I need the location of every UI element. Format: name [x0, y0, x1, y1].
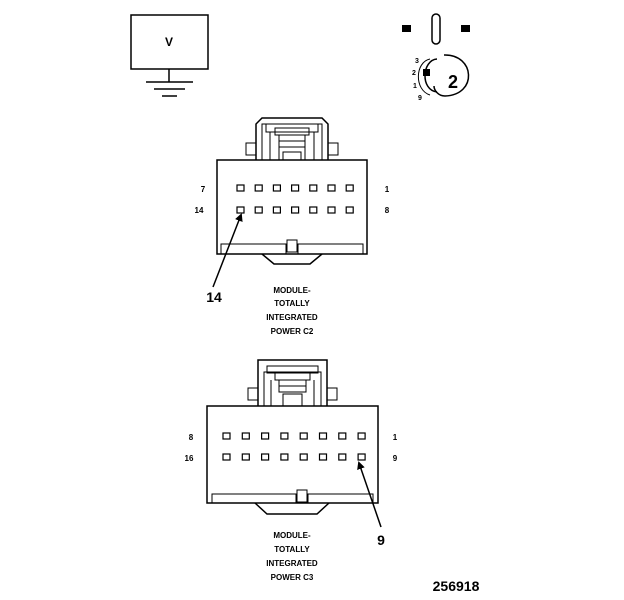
c3-row2-left-label: 16: [185, 454, 194, 463]
c2-callout-label: 14: [206, 289, 222, 305]
c2-callout-arrow: [212, 213, 243, 288]
connector-cavity: [254, 206, 263, 214]
c2-title-line: TOTALLY: [274, 299, 310, 308]
c3-callout-arrow: [357, 461, 382, 528]
probe-tip: [431, 13, 441, 45]
c2-row2-right-label: 8: [385, 206, 390, 215]
c3-title-line: MODULE-: [273, 531, 311, 540]
connector-c3-latch: [247, 359, 338, 407]
connector-cavity: [357, 432, 366, 440]
c3-row1-left-label: 8: [189, 433, 194, 442]
connector-c3-body: [206, 405, 379, 504]
connector-cavity: [222, 453, 231, 461]
connector-cavity: [299, 453, 308, 461]
voltmeter-label: V: [165, 35, 173, 49]
connector-cavity: [272, 206, 281, 214]
connector-cavity: [222, 432, 231, 440]
c3-title-line: POWER C3: [271, 573, 314, 582]
connector-cavity: [254, 184, 263, 192]
connector-cavity: [291, 206, 300, 214]
connector-cavity: [280, 453, 289, 461]
c2-title-line: MODULE-: [273, 286, 311, 295]
c3-row1-right-label: 1: [393, 433, 398, 442]
connector-cavity: [299, 432, 308, 440]
connector-cavity: [272, 184, 281, 192]
connector-cavity: [338, 432, 347, 440]
figure-id: 256918: [433, 578, 480, 594]
terminal-pin-marker: [423, 69, 430, 76]
connector-cavity: [309, 206, 318, 214]
connector-cavity: [261, 453, 270, 461]
c2-row2-left-label: 14: [195, 206, 204, 215]
connector-c2-bottom-key: [261, 253, 323, 265]
connector-cavity: [236, 206, 245, 214]
c2-title-line: POWER C2: [271, 327, 314, 336]
connector-cavity: [261, 432, 270, 440]
connector-cavity: [327, 206, 336, 214]
connector-cavity: [345, 184, 354, 192]
connector-cavity: [241, 453, 250, 461]
connector-cavity: [280, 432, 289, 440]
c3-callout-label: 9: [377, 532, 385, 548]
c3-title-line: TOTALLY: [274, 545, 310, 554]
probe-pin-label: 1: [413, 83, 417, 90]
connector-c3-bottom-key: [254, 502, 330, 515]
c2-row1-right-label: 1: [385, 185, 390, 194]
connector-cavity: [309, 184, 318, 192]
connector-c2-cavities: [236, 184, 354, 214]
probe-pin-label: 9: [418, 95, 422, 102]
c2-title-line: INTEGRATED: [266, 313, 318, 322]
c3-title-line: INTEGRATED: [266, 559, 318, 568]
connector-c3: 8 1 16 9 9 MODULE- TOTALLY INTEGRATED PO…: [185, 359, 398, 582]
voltmeter-symbol: V: [130, 14, 209, 97]
connector-c2: 7 1 14 8 14 MODULE- TOTALLY INTEGRATED P…: [195, 117, 390, 336]
probe-terminal-left: [402, 25, 411, 32]
connector-c3-cavities: [222, 432, 366, 461]
connector-cavity: [318, 432, 328, 440]
probe-terminal-right: [461, 25, 470, 32]
c2-row1-left-label: 7: [201, 185, 206, 194]
connector-cavity: [241, 432, 250, 440]
probe-callout: 2: [448, 72, 458, 92]
probe-pin-label: 3: [415, 58, 419, 65]
connector-cavity: [236, 184, 245, 192]
connector-cavity: [338, 453, 347, 461]
connector-cavity: [327, 184, 336, 192]
connector-c2-latch: [245, 117, 339, 161]
connector-cavity: [291, 184, 300, 192]
pin-probe-icon: 2 3 2 1 9: [402, 13, 470, 102]
connector-cavity: [345, 206, 354, 214]
connector-cavity: [357, 453, 366, 461]
c3-row2-right-label: 9: [393, 454, 398, 463]
connector-c2-body: [216, 159, 368, 255]
connector-cavity: [318, 453, 328, 461]
probe-pin-label: 2: [412, 70, 416, 77]
